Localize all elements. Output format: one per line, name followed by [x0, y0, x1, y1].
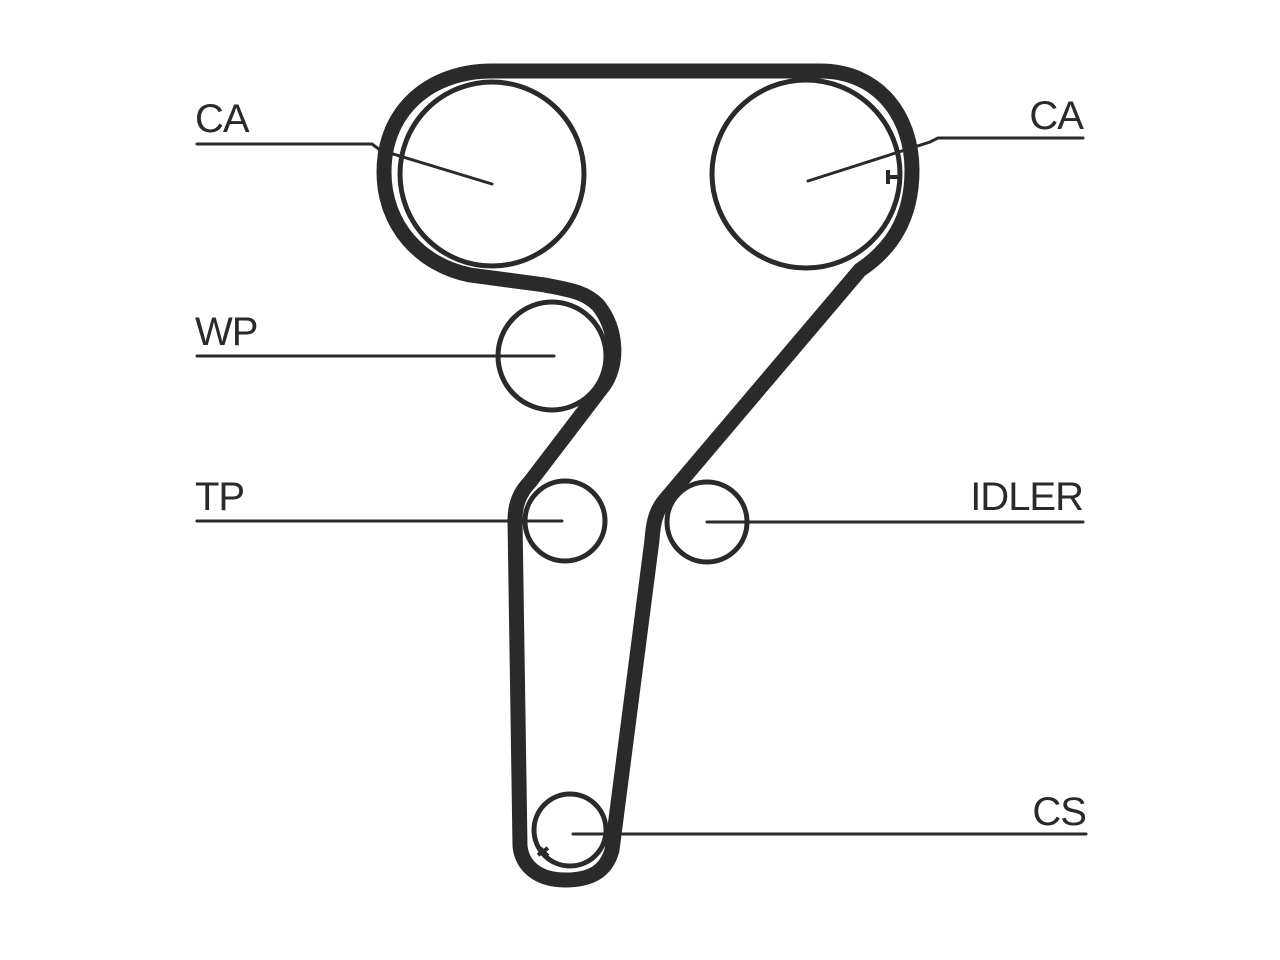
label-camshaft-right: CA [1029, 94, 1084, 138]
camshaft-right-timing-mark [886, 170, 898, 184]
camshaft-left-leader [195, 142, 494, 186]
label-idler: IDLER [970, 475, 1083, 519]
crankshaft-timing-mark [536, 846, 550, 858]
camshaft-left-pulley [397, 79, 587, 269]
label-tensioner: TP [195, 475, 244, 519]
label-camshaft-left: CA [195, 97, 250, 141]
camshaft-right-pulley [709, 77, 903, 271]
label-crankshaft: CS [1032, 790, 1086, 834]
crankshaft-pulley [531, 791, 609, 869]
label-water-pump: WP [195, 310, 257, 354]
camshaft-right-leader [806, 136, 1085, 183]
